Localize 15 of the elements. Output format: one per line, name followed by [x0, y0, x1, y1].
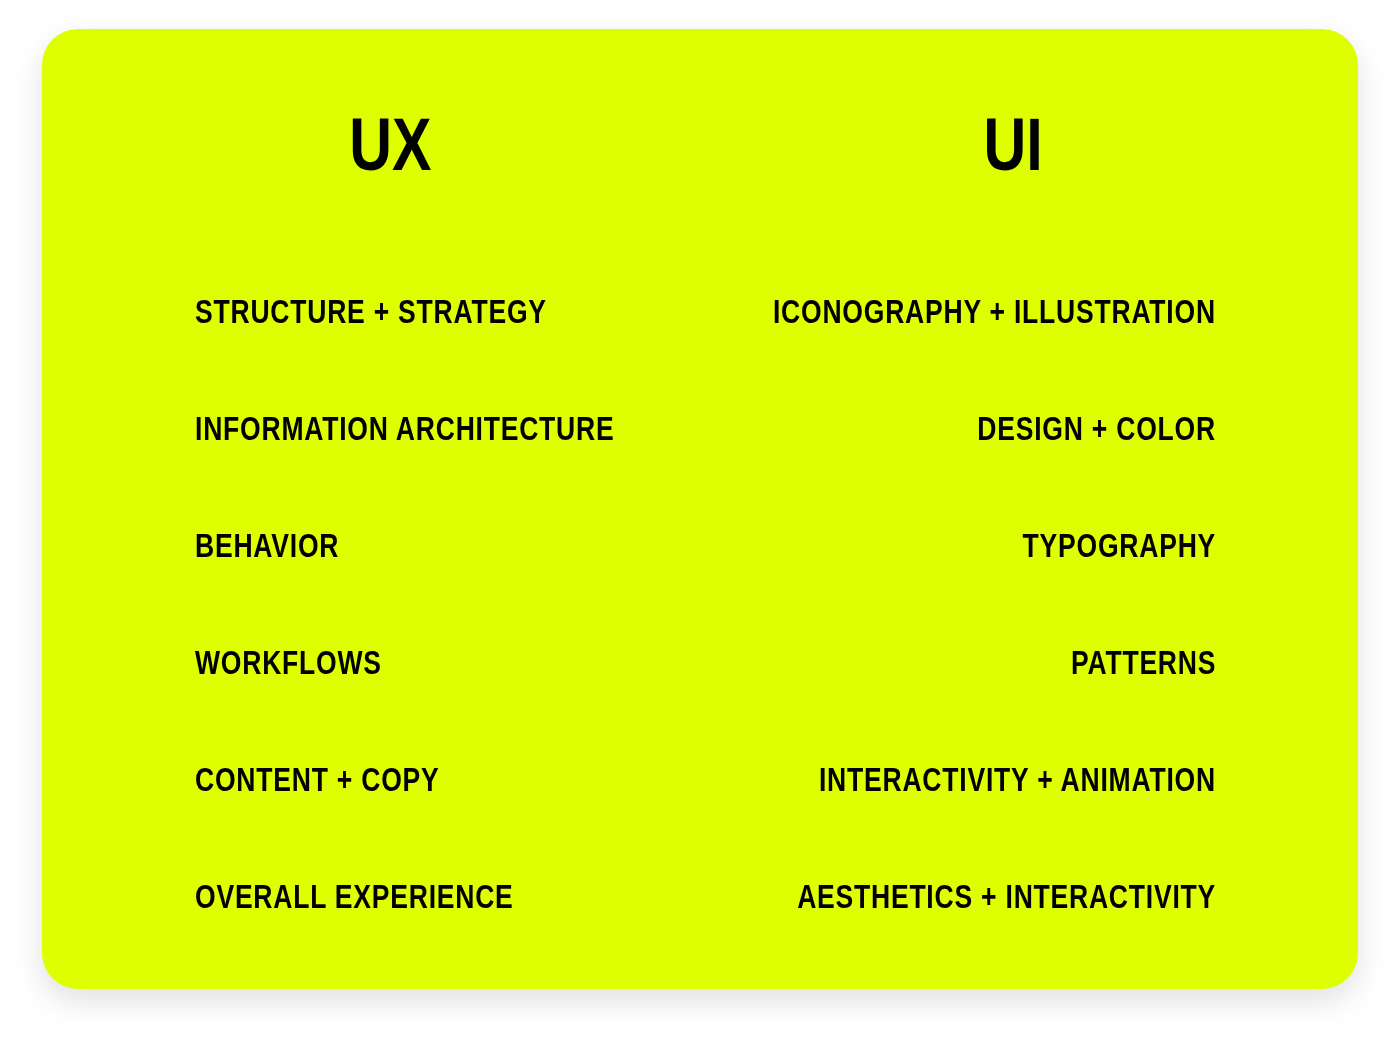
list-item: WORKFLOWS	[195, 645, 382, 679]
column-heading: UX	[348, 108, 432, 182]
list-item: PATTERNS	[1070, 645, 1216, 679]
list-item: CONTENT + COPY	[195, 762, 440, 796]
card-background	[42, 29, 1358, 989]
list-item: AESTHETICS + INTERACTIVITY	[797, 879, 1216, 913]
column-heading: UI	[983, 108, 1043, 182]
list-item: INTERACTIVITY + ANIMATION	[819, 762, 1216, 796]
list-item: STRUCTURE + STRATEGY	[195, 294, 547, 328]
list-item: BEHAVIOR	[195, 528, 340, 562]
list-item: OVERALL EXPERIENCE	[195, 879, 514, 913]
list-item: DESIGN + COLOR	[977, 411, 1216, 445]
list-item: INFORMATION ARCHITECTURE	[195, 411, 615, 445]
list-item: TYPOGRAPHY	[1022, 528, 1216, 562]
list-item: ICONOGRAPHY + ILLUSTRATION	[773, 294, 1216, 328]
